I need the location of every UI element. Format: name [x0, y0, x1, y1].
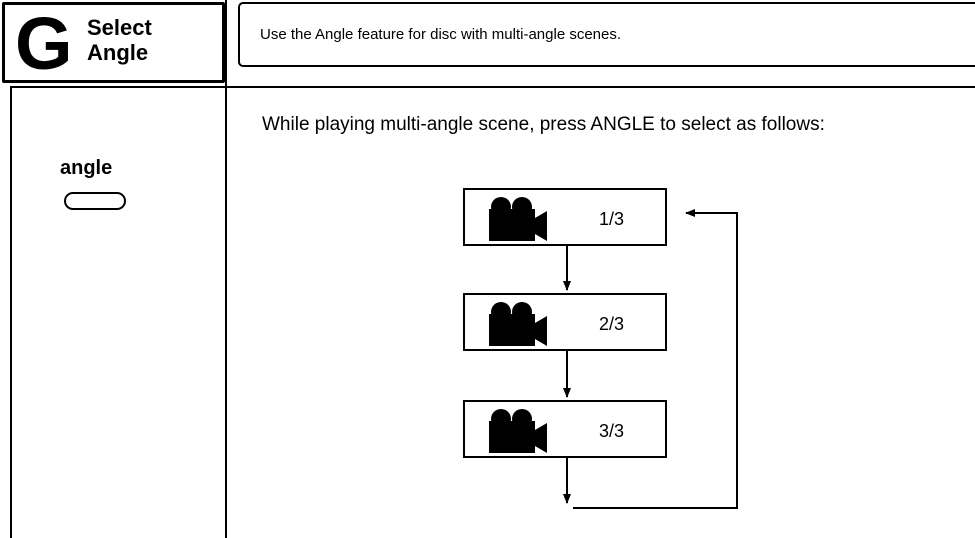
section-title-line2: Angle	[87, 40, 149, 65]
intro-box: Use the Angle feature for disc with mult…	[238, 2, 975, 67]
angle-value: 3/3	[599, 421, 625, 441]
angle-box-2: 2/3	[463, 293, 667, 351]
divider-left	[10, 86, 12, 538]
arrow-return-to-1	[573, 209, 738, 509]
section-letter: G	[15, 2, 73, 85]
video-camera-icon	[489, 302, 547, 346]
angle-box-1: 1/3	[463, 188, 667, 246]
angle-value: 2/3	[599, 314, 625, 334]
section-title: Select Angle	[87, 15, 152, 65]
section-header: G Select Angle	[2, 2, 225, 83]
angle-box-3: 3/3	[463, 400, 667, 458]
angle-key-label: angle	[60, 157, 113, 179]
divider-horizontal	[10, 86, 975, 88]
video-camera-icon	[489, 409, 547, 453]
divider-middle	[225, 0, 227, 538]
instruction-text: While playing multi-angle scene, press A…	[262, 114, 825, 135]
oval-button-icon	[64, 192, 126, 210]
intro-text: Use the Angle feature for disc with mult…	[260, 26, 622, 43]
section-title-line1: Select	[87, 15, 152, 40]
angle-value: 1/3	[599, 209, 625, 229]
video-camera-icon	[489, 197, 547, 241]
